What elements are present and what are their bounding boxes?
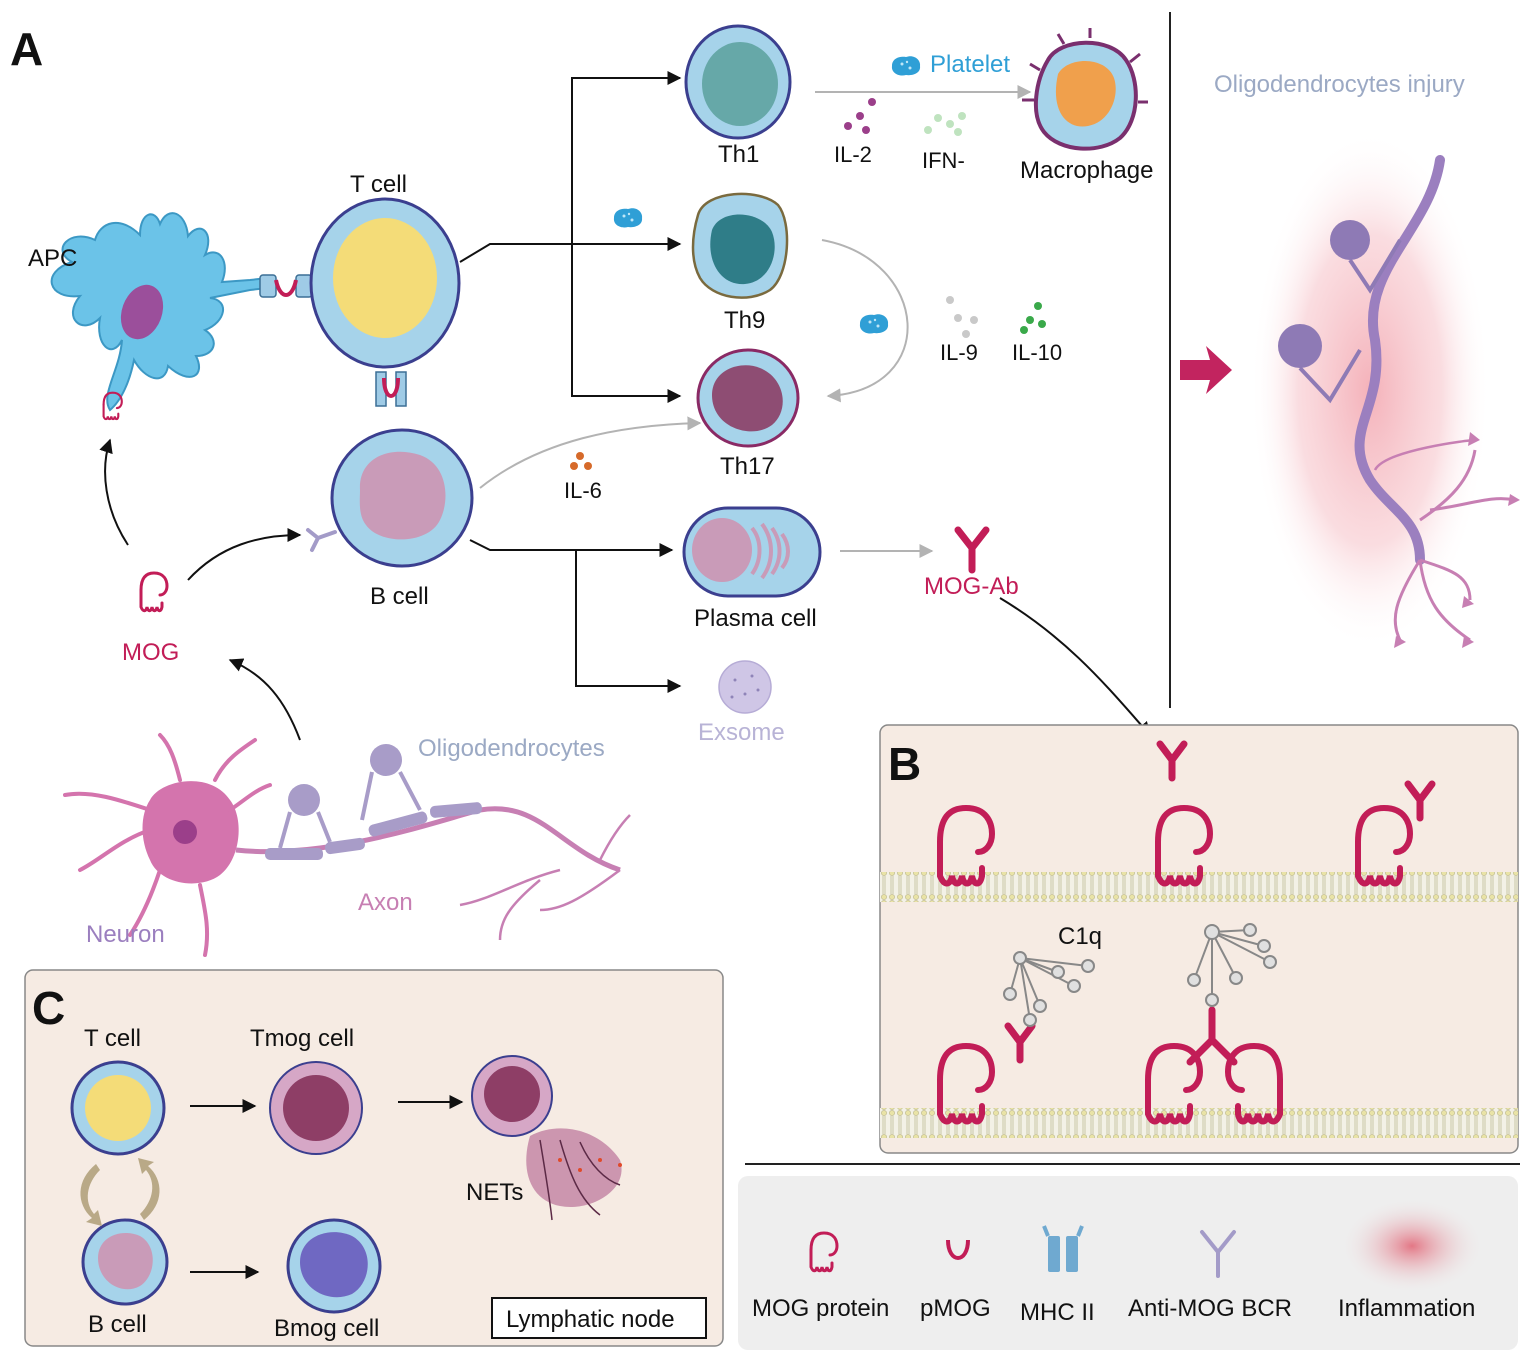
axon-terminals xyxy=(459,814,631,941)
ifn-label: IFN- xyxy=(922,148,965,173)
il2-label: IL-2 xyxy=(834,142,872,167)
b-cell-label: B cell xyxy=(370,583,429,610)
apc-cell xyxy=(50,212,269,412)
panel-c-t-cell xyxy=(70,1060,166,1156)
panel-c-bmog-cell xyxy=(286,1218,382,1314)
il10-label: IL-10 xyxy=(1012,340,1062,365)
oligodendrocyte-cells xyxy=(278,744,422,849)
apc-tcell-synapse xyxy=(259,274,313,298)
legend-label-mog-protein: MOG protein xyxy=(752,1295,889,1322)
exosome xyxy=(718,660,772,714)
neuron-cell xyxy=(63,733,272,957)
injured-axon xyxy=(1278,155,1520,648)
macrophage-label: Macrophage xyxy=(1020,157,1153,184)
panel-c-nets-cell xyxy=(471,1055,622,1221)
antibody-crosslink xyxy=(1186,1006,1238,1066)
platelet-icon-th9 xyxy=(613,208,643,228)
legend-box xyxy=(738,1176,1518,1350)
legend-anti-mog-bcr-icon xyxy=(1200,1230,1236,1278)
th17-label: Th17 xyxy=(720,453,775,480)
apc-label: APC xyxy=(28,245,77,272)
legend-pmog-icon xyxy=(946,1239,970,1260)
exosome-label: Exsome xyxy=(698,719,785,746)
panel-c-box xyxy=(24,969,724,1347)
bcell-branch-arrows xyxy=(469,539,682,693)
injury-arrow xyxy=(1180,346,1232,394)
panel-c-bmog-label: Bmog cell xyxy=(274,1315,379,1342)
platelet-label: Platelet xyxy=(930,51,1010,78)
il2-dots xyxy=(844,98,876,134)
plasma-cell-label: Plasma cell xyxy=(694,605,817,632)
lymphatic-node-box xyxy=(491,1297,707,1339)
legend-label-pmog: pMOG xyxy=(920,1295,991,1322)
il6-dots xyxy=(570,452,592,470)
legend-inflammation-icon xyxy=(1340,1198,1484,1294)
mog-label: MOG xyxy=(122,639,179,666)
anti-mog-bcr-on-bcell xyxy=(306,528,337,552)
panel-c-nets-label: NETs xyxy=(466,1179,523,1206)
b-cell xyxy=(330,428,474,568)
th1-label: Th1 xyxy=(718,141,759,168)
platelet-icon-th17 xyxy=(859,314,889,334)
tcell-branch-arrows xyxy=(459,71,682,403)
legend-label-mhc-ii: MHC II xyxy=(1020,1299,1095,1326)
panel-b-label: B xyxy=(888,738,921,790)
mog-ab-icon xyxy=(954,526,990,574)
legend-label-anti-mog-bcr: Anti-MOG BCR xyxy=(1128,1295,1292,1322)
oligodendrocytes-label: Oligodendrocytes xyxy=(418,735,605,762)
panel-c-tmog-label: Tmog cell xyxy=(250,1025,354,1052)
membrane-bottom xyxy=(880,1108,1518,1138)
il9-label: IL-9 xyxy=(940,340,978,365)
neuron-axon xyxy=(235,806,621,873)
macrophage xyxy=(1022,28,1148,151)
plasma-cell xyxy=(682,506,822,598)
il6-label: IL-6 xyxy=(564,478,602,503)
th17-cell xyxy=(696,348,800,448)
legend-label-inflammation: Inflammation xyxy=(1338,1295,1475,1322)
injury-label: Oligodendrocytes injury xyxy=(1214,71,1465,98)
th9-label: Th9 xyxy=(724,307,765,334)
th9-cell xyxy=(691,192,789,299)
arrow-bcell-to-th17 xyxy=(479,416,702,489)
arrow-mogab-to-panel-b xyxy=(999,597,1151,737)
panel-c-tmog-cell xyxy=(269,1061,363,1155)
arrow-mog-to-apc xyxy=(99,438,129,546)
platelet-icon xyxy=(891,56,921,76)
neuron-label: Neuron xyxy=(86,921,165,948)
panel-c-b-cell-label: B cell xyxy=(88,1311,147,1338)
legend-mhc-ii-icon xyxy=(1042,1225,1084,1272)
axon-label: Axon xyxy=(358,889,413,916)
c1q-label: C1q xyxy=(1058,923,1102,950)
il10-dots xyxy=(1020,302,1046,334)
panel-a-label: A xyxy=(10,23,43,75)
mog-free-icon xyxy=(139,571,169,613)
il9-dots xyxy=(946,296,978,338)
th1-cell xyxy=(684,24,792,140)
arrow-oligo-to-mog xyxy=(228,658,301,741)
c1q-complex-1 xyxy=(1003,951,1095,1027)
arrow-th9-to-th17 xyxy=(821,239,909,403)
arrow-mog-to-bcell xyxy=(187,528,302,581)
panel-c-arrows xyxy=(190,1095,464,1279)
panel-c-t-cell-label: T cell xyxy=(84,1025,141,1052)
t-cell-label: T cell xyxy=(350,171,407,198)
t-b-synapse xyxy=(375,371,407,407)
t-cell xyxy=(309,197,461,369)
mog-ab-label: MOG-Ab xyxy=(924,573,1019,600)
panel-c-exchange-arrows xyxy=(80,1158,160,1226)
lymphatic-node-label: Lymphatic node xyxy=(506,1306,675,1333)
panel-c-label: C xyxy=(32,982,65,1034)
c1q-complex-2 xyxy=(1187,923,1277,1007)
panel-c-b-cell xyxy=(81,1218,169,1306)
ifn-dots xyxy=(924,112,966,136)
myelin-sheath xyxy=(265,802,483,860)
